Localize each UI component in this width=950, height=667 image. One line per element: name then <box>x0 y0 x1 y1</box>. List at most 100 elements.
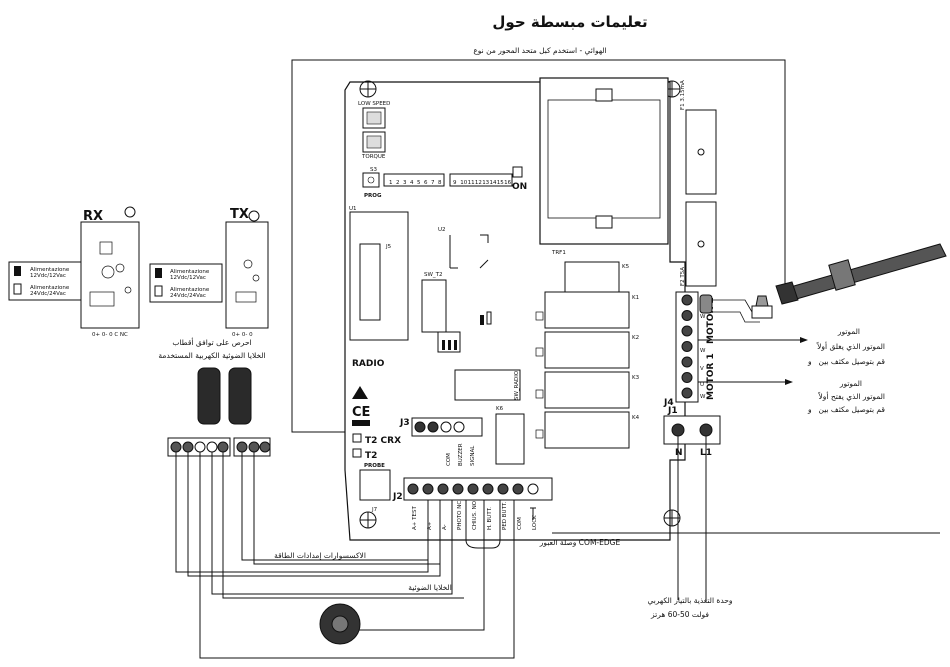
sw-radio-label: SW_RADIO <box>514 370 520 400</box>
dip1-number: 3 <box>403 180 407 186</box>
fuse-f2-label: F2 T5A <box>680 267 686 286</box>
prog-button[interactable] <box>362 172 380 188</box>
j2-screws <box>407 483 539 495</box>
j2-screw <box>452 483 464 495</box>
svg-text:و: و <box>807 405 812 414</box>
j3-pin-label: BUZZER <box>458 443 464 466</box>
esd-warning-icon <box>352 386 368 399</box>
photocell-tx <box>228 367 252 425</box>
svg-text:قم بتوصيل مكثف بين: قم بتوصيل مكثف بين <box>818 405 885 414</box>
j4-screw <box>681 325 693 337</box>
s3-label: S3 <box>370 167 377 173</box>
dip2-number: 16 <box>504 180 511 186</box>
dip1-number: 2 <box>396 180 400 186</box>
j2-screw <box>512 483 524 495</box>
dip-switch-2[interactable] <box>449 173 513 187</box>
j2-screw <box>482 483 494 495</box>
motor2-note: الموتور الموتور الذي يغلق أولاً قم بتوصي… <box>698 327 885 366</box>
j7-label: J7 <box>371 507 378 513</box>
photocell-rx <box>197 367 221 425</box>
j4-screw <box>681 387 693 399</box>
rx-label: RX <box>83 209 103 224</box>
diagram-title: تعليمات مبسطة حول <box>492 13 647 31</box>
on-jumper[interactable] <box>512 166 523 178</box>
dip2-number: 11 <box>468 180 475 186</box>
gate-actuator <box>775 243 947 305</box>
sw-t2-pins <box>442 340 457 350</box>
rx-components <box>89 241 132 307</box>
fuse-f1[interactable] <box>685 109 717 195</box>
flashing-lamp <box>751 295 773 319</box>
prog-label: PROG <box>364 193 382 199</box>
radio-label: RADIO <box>352 359 385 369</box>
tx-jumper-12v[interactable] <box>155 268 162 278</box>
dip-switch-1[interactable] <box>383 173 445 187</box>
sw-t2-block <box>421 279 447 333</box>
j5-label: J5 <box>385 244 392 250</box>
j2-screw <box>467 483 479 495</box>
tx-label: TX <box>230 207 249 222</box>
rx-jumper-12v[interactable] <box>14 266 21 276</box>
fuse-f2[interactable] <box>685 201 717 287</box>
mounting-holes <box>359 80 681 529</box>
dip2-number: 15 <box>497 180 504 186</box>
weee-icon <box>352 420 370 426</box>
j4-screw <box>681 341 693 352</box>
sw-radio-block[interactable] <box>454 369 521 401</box>
k6-label: K6 <box>496 406 504 412</box>
dip2-number: 13 <box>482 180 489 186</box>
j4-screw <box>681 356 693 368</box>
fuse-f1-label: F1 3.15mA <box>680 80 686 110</box>
dip1-number: 8 <box>438 180 442 186</box>
tx-terminal-labels: 0+ 0- 0 <box>232 332 253 338</box>
dip1-number: 6 <box>424 180 428 186</box>
relay-k6 <box>495 413 525 465</box>
lock-icon <box>530 507 536 520</box>
dip1-number: 5 <box>417 180 421 186</box>
torque-label: TORQUE <box>361 154 386 160</box>
capacitor-wires <box>712 299 760 323</box>
dip1-number: 1 <box>389 180 393 186</box>
tx-jumper-24v[interactable] <box>154 285 163 297</box>
relay-k2 <box>544 331 630 369</box>
sw-t2-label: SW_T2 <box>424 272 443 278</box>
k1-label: K1 <box>632 295 639 301</box>
svg-text:الموتور الذي يفتح أولاً: الموتور الذي يفتح أولاً <box>817 391 885 401</box>
relay-k3 <box>544 371 630 409</box>
j2-pin-label: PED BUTT. <box>502 501 508 530</box>
svg-text:الموتور الذي يغلق أولاً: الموتور الذي يغلق أولاً <box>816 341 885 351</box>
j2-screw <box>527 483 539 495</box>
t2-crx-label: T2 CRX <box>365 436 401 446</box>
relay-k1 <box>544 291 630 329</box>
j2-pin-label: PHOTO NC <box>457 501 463 530</box>
j1-label: J1 <box>667 406 678 416</box>
rx-jumper-24v[interactable] <box>13 283 22 295</box>
probe-connector[interactable] <box>359 469 391 501</box>
svg-text:قم بتوصيل مكثف بين: قم بتوصيل مكثف بين <box>818 357 885 366</box>
j2-pin-label: A+ <box>427 521 433 530</box>
j4-screw <box>681 310 693 321</box>
antenna-note: الهوائي - استخدم كبل متحد المحور من نوع <box>473 46 606 55</box>
j4-label: J4 <box>663 398 674 408</box>
j4-screw <box>681 372 693 383</box>
j2-pin-label: A- <box>442 524 448 530</box>
t2-crx-checkbox[interactable] <box>352 433 362 443</box>
relay-k4 <box>544 411 630 449</box>
chip-u2 <box>449 234 489 269</box>
power-unit-label-1: وحدة التغذية بالتيار الكهربي <box>647 596 732 605</box>
j2-screw <box>422 483 434 495</box>
dip2-number: 14 <box>490 180 497 186</box>
j3-pin-label: SIGNAL <box>470 445 476 466</box>
dip2-number: 12 <box>475 180 482 186</box>
probe-label: PROBE <box>364 463 385 469</box>
tx-components <box>235 259 260 303</box>
relay-k5 <box>564 261 620 293</box>
dip1-number: 7 <box>431 180 435 186</box>
t2-checkbox[interactable] <box>352 448 362 458</box>
dip2-number: 9 <box>453 180 457 186</box>
